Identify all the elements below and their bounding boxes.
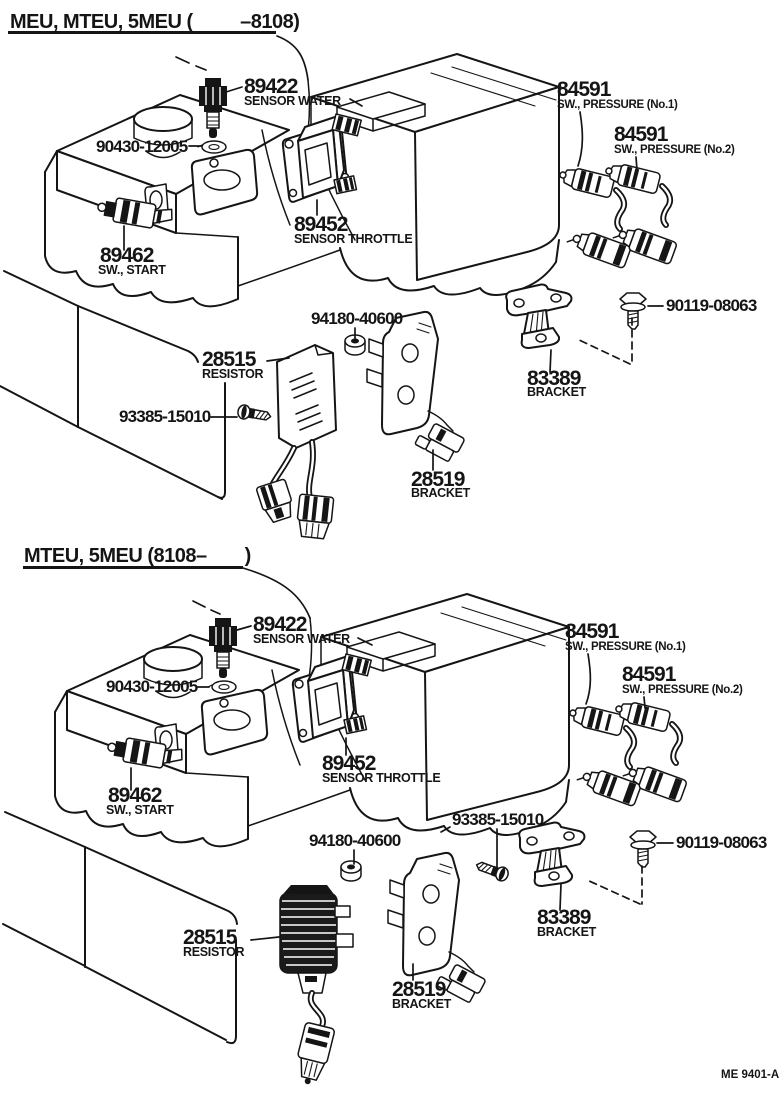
part-number: 89462: [108, 784, 162, 807]
part-name: SW., PRESSURE (No.1): [557, 99, 678, 111]
section-title: MTEU, 5MEU (8108– ): [24, 545, 251, 567]
label-bolt-washer: 90119-08063: [666, 296, 758, 315]
title-underline: [8, 31, 276, 34]
section-title: MEU, MTEU, 5MEU ( –8108): [10, 11, 299, 33]
label-bolt-grommet: 94180-40600: [309, 831, 402, 850]
part-name: SENSOR WATER: [244, 94, 341, 108]
label-screw: 93385-15010: [119, 407, 212, 426]
label-bracket-resistor: 28519 BRACKET: [392, 978, 452, 1011]
label-sensor-water: 89422 SENSOR WATER: [244, 75, 341, 108]
part-number: 90119-08063: [666, 296, 757, 315]
switch-bracket-illustration-early: [505, 283, 573, 349]
label-resistor: 28515 RESISTOR: [183, 926, 245, 959]
part-number: 90430-12005: [96, 137, 188, 156]
resistor-illustration-early: [256, 344, 337, 540]
part-number: 83389: [537, 906, 591, 929]
part-name: BRACKET: [527, 385, 587, 399]
label-sensor-throttle: 89452 SENSOR THROTTLE: [322, 752, 441, 785]
label-sw-pressure-no1: 84591 SW., PRESSURE (No.1): [565, 620, 686, 653]
part-name: BRACKET: [411, 486, 471, 500]
part-number: 84591: [557, 78, 612, 101]
part-number: 84591: [614, 123, 669, 146]
label-sw-start: 89462 SW., START: [98, 244, 167, 277]
label-bolt-grommet: 94180-40600: [311, 309, 404, 328]
switch-bracket-illustration-late: [518, 821, 586, 887]
page-code: ME 9401-A: [721, 1069, 779, 1081]
title-underline: [23, 566, 243, 569]
part-number: 89452: [294, 213, 348, 236]
grommet-illustration-late: [340, 860, 362, 882]
label-sw-pressure-no2: 84591 SW., PRESSURE (No.2): [614, 123, 735, 156]
part-name: RESISTOR: [202, 367, 264, 381]
label-bracket-switch: 83389 BRACKET: [527, 367, 587, 399]
label-bolt-washer: 90119-08063: [676, 833, 768, 852]
part-number: 89462: [100, 244, 154, 267]
label-sensor-throttle: 89452 SENSOR THROTTLE: [294, 213, 413, 246]
label-cap-gasket: 90430-12005: [96, 137, 189, 156]
part-name: SW., PRESSURE (No.1): [565, 641, 686, 653]
part-number: 89452: [322, 752, 376, 775]
part-number: 93385-15010: [452, 810, 544, 829]
part-number: 84591: [622, 663, 677, 686]
screw-illustration-early: [236, 403, 273, 425]
part-number: 28515: [202, 348, 257, 371]
part-name: SENSOR THROTTLE: [322, 771, 440, 785]
part-name: SW., START: [98, 263, 166, 277]
part-number: 84591: [565, 620, 620, 643]
bolt-illustration-late: [629, 830, 657, 868]
label-sensor-water: 89422 SENSOR WATER: [253, 613, 350, 646]
part-number: 90430-12005: [106, 677, 198, 696]
part-number: 28519: [411, 468, 465, 491]
part-name: SW., START: [106, 803, 174, 817]
part-number: 94180-40600: [311, 309, 403, 328]
label-sw-start: 89462 SW., START: [106, 784, 175, 817]
resistor-illustration-late: [279, 885, 354, 1085]
part-name: BRACKET: [537, 925, 597, 939]
part-number: 28519: [392, 978, 446, 1001]
label-sw-pressure-no2: 84591 SW., PRESSURE (No.2): [622, 663, 743, 696]
label-cap-gasket: 90430-12005: [106, 677, 199, 696]
label-bracket-switch: 83389 BRACKET: [537, 906, 597, 939]
part-number: 89422: [244, 75, 298, 98]
label-bracket-resistor: 28519 BRACKET: [411, 468, 471, 500]
panel-illustration-late: [2, 811, 238, 1045]
part-number: 28515: [183, 926, 238, 949]
label-resistor: 28515 RESISTOR: [202, 348, 264, 381]
part-number: 93385-15010: [119, 407, 211, 426]
part-name: SENSOR WATER: [253, 632, 350, 646]
section-late: MTEU, 5MEU (8108– ): [2, 545, 768, 1085]
part-name: SENSOR THROTTLE: [294, 232, 412, 246]
screw-illustration-late: [473, 857, 511, 884]
bolt-illustration-early: [619, 292, 647, 330]
section-early: MEU, MTEU, 5MEU ( –8108): [0, 11, 758, 540]
part-name: SW., PRESSURE (No.2): [614, 144, 735, 156]
part-name: BRACKET: [392, 997, 452, 1011]
part-number: 83389: [527, 367, 581, 390]
label-sw-pressure-no1: 84591 SW., PRESSURE (No.1): [557, 78, 678, 111]
part-name: RESISTOR: [183, 945, 245, 959]
resistor-bracket-illustration-early: [366, 310, 467, 465]
part-number: 89422: [253, 613, 307, 636]
label-screw: 93385-15010: [452, 810, 545, 829]
part-name: SW., PRESSURE (No.2): [622, 684, 743, 696]
part-number: 94180-40600: [309, 831, 401, 850]
part-number: 90119-08063: [676, 833, 767, 852]
panel-illustration-early: [0, 270, 226, 500]
